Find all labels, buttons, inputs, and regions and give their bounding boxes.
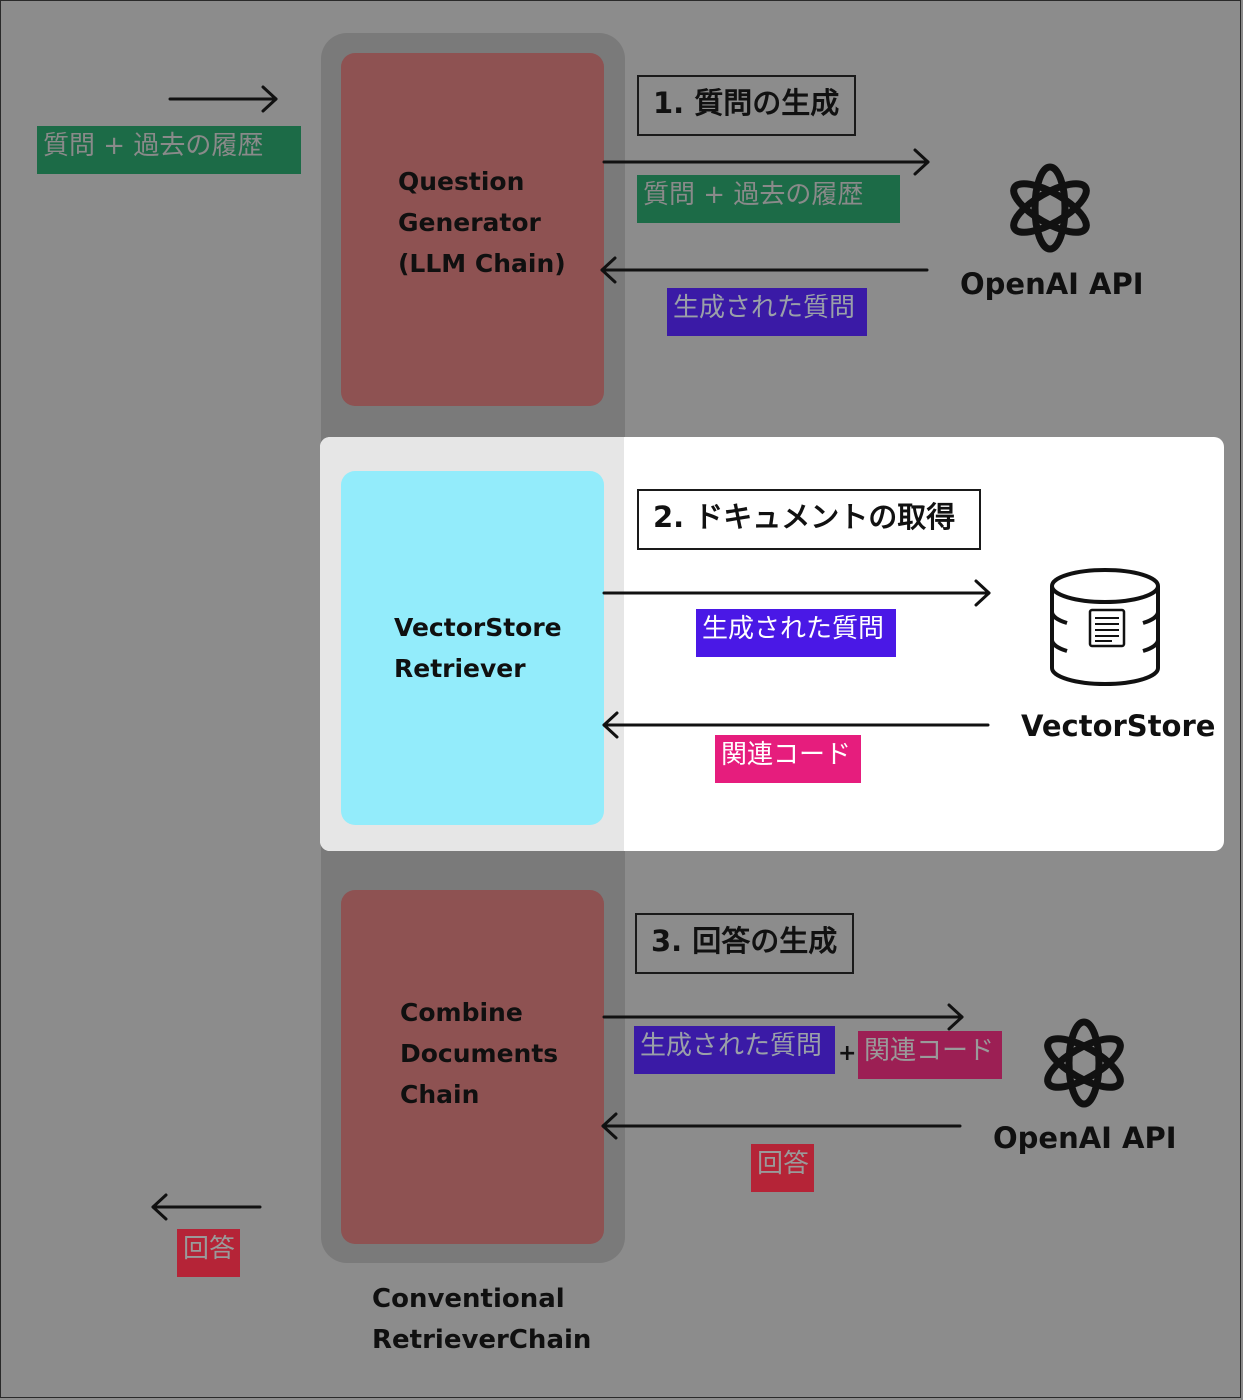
arrow-left-icon bbox=[602, 711, 990, 739]
tag-related-code-to-api2: 関連コード bbox=[858, 1031, 1002, 1079]
arrow-right-icon bbox=[602, 148, 930, 176]
combine-documents-label: Combine Documents Chain bbox=[400, 998, 559, 1109]
tag-generated-question-from-api: 生成された質問 bbox=[667, 288, 867, 336]
step2-box: 2. ドキュメントの取得 bbox=[637, 489, 981, 550]
question-generator-label: Question Generator (LLM Chain) bbox=[398, 167, 566, 278]
tag-generated-question-to-api2: 生成された質問 bbox=[634, 1026, 835, 1074]
openai-bottom-label: OpenAI API bbox=[993, 1121, 1177, 1155]
openai-logo-icon bbox=[1010, 163, 1090, 253]
tag-answer-from-api2: 回答 bbox=[751, 1144, 814, 1192]
tag-related-code-from-store: 関連コード bbox=[715, 735, 861, 783]
arrow-left-icon bbox=[600, 256, 929, 284]
plus-sign: + bbox=[838, 1041, 857, 1066]
vectorstore-retriever-block: VectorStore Retriever bbox=[341, 471, 604, 825]
combine-documents-block: Combine Documents Chain bbox=[341, 890, 604, 1244]
question-generator-block: Question Generator (LLM Chain) bbox=[341, 53, 604, 406]
step3-box: 3. 回答の生成 bbox=[635, 913, 854, 974]
tag-question-history-to-api: 質問 + 過去の履歴 bbox=[637, 175, 900, 223]
tag-question-history-input: 質問 + 過去の履歴 bbox=[37, 126, 301, 174]
chain-name-label: Conventional RetrieverChain bbox=[372, 1284, 592, 1355]
vectorstore-retriever-label: VectorStore Retriever bbox=[394, 613, 562, 683]
arrow-left-icon bbox=[601, 1112, 962, 1140]
arrow-right-icon bbox=[602, 579, 991, 607]
openai-top-label: OpenAI API bbox=[960, 267, 1144, 301]
step1-box: 1. 質問の生成 bbox=[637, 75, 856, 136]
openai-logo-icon bbox=[1044, 1018, 1124, 1108]
tag-answer-output: 回答 bbox=[177, 1229, 240, 1277]
arrow-right-icon bbox=[168, 85, 278, 113]
tag-generated-question-to-store: 生成された質問 bbox=[696, 609, 896, 657]
arrow-right-icon bbox=[602, 1003, 964, 1031]
database-icon bbox=[1050, 568, 1160, 686]
arrow-left-icon bbox=[151, 1193, 262, 1221]
vectorstore-label: VectorStore bbox=[1021, 709, 1216, 743]
